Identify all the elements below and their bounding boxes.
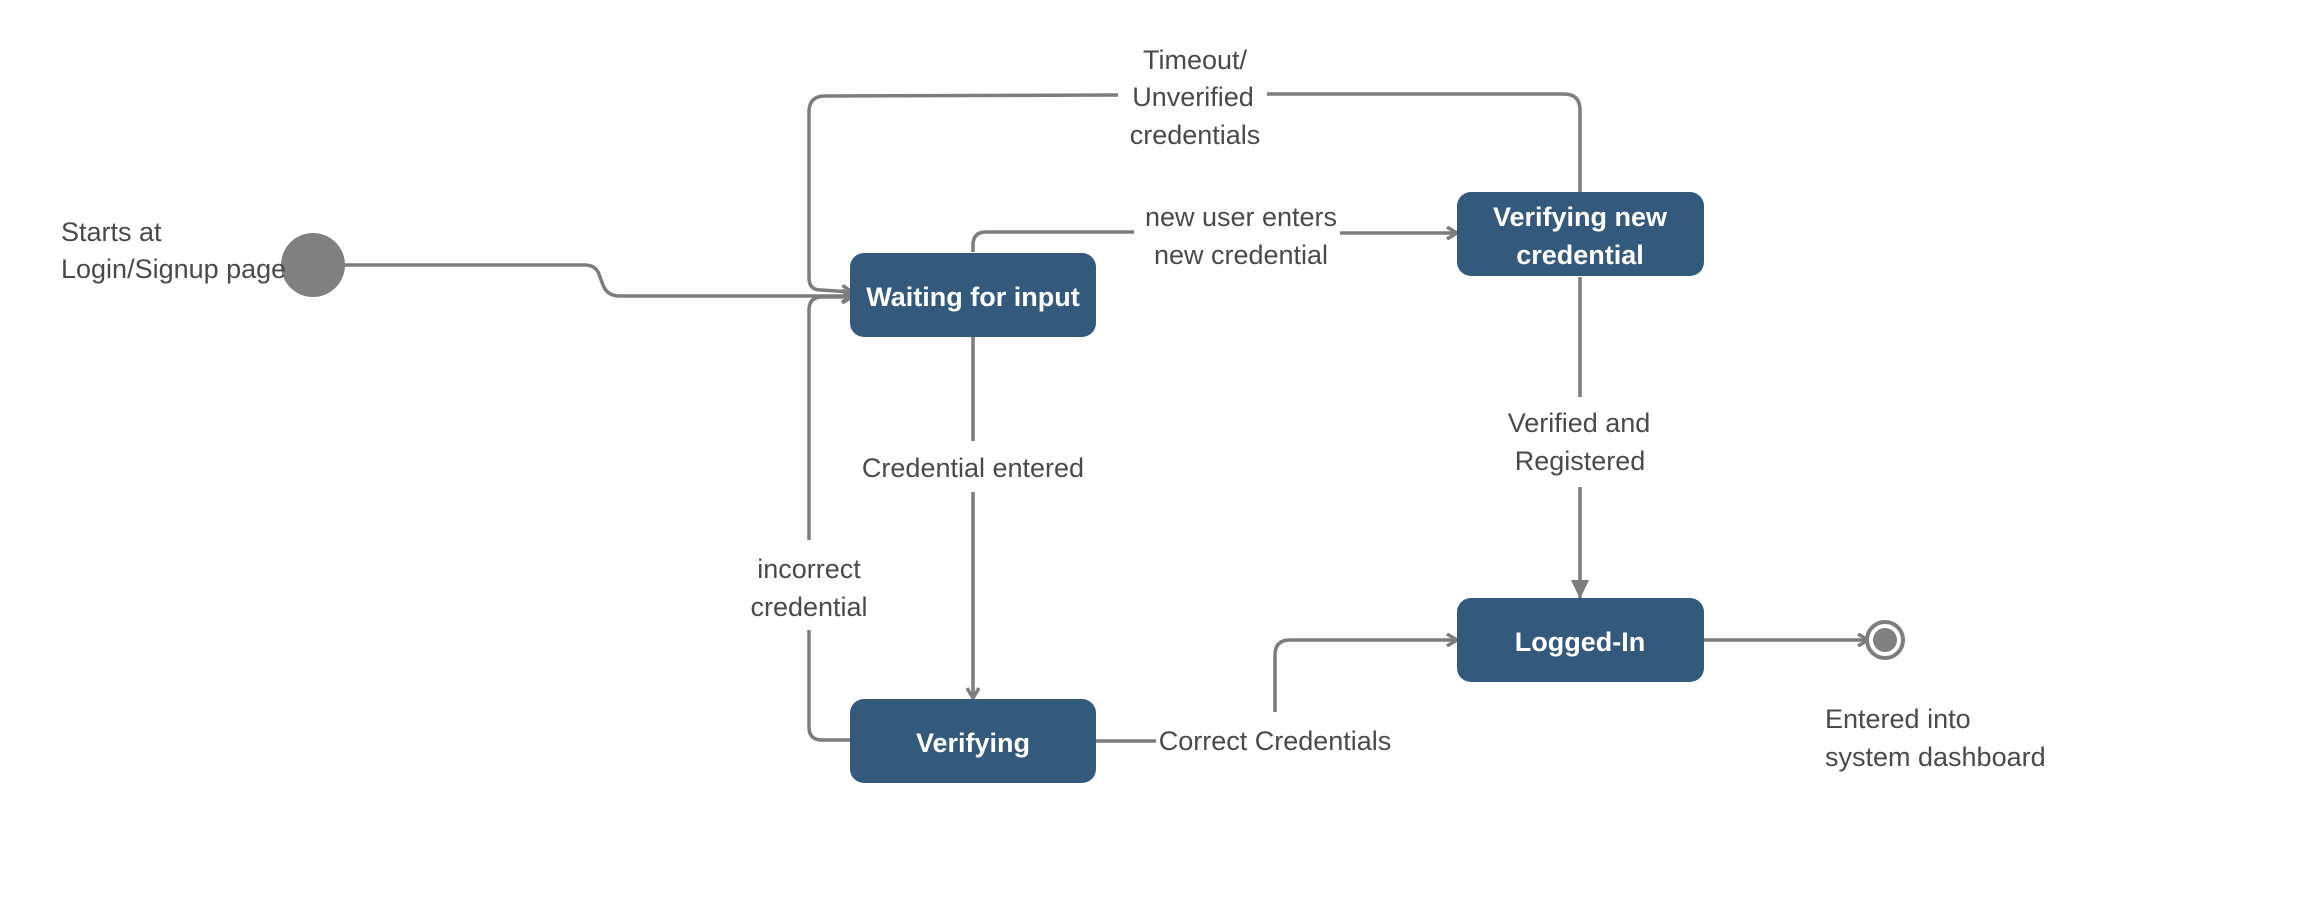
initial-node (281, 233, 345, 297)
end-label-line1: Entered into (1825, 704, 1971, 734)
label-new-user-line2: new credential (1154, 240, 1328, 270)
edge-timeout (807, 92, 1582, 292)
label-verified-line1: Verified and (1508, 408, 1651, 438)
state-verifying-new-label-line1: Verifying new (1493, 202, 1668, 232)
label-timeout-line3: credentials (1130, 120, 1261, 150)
label-verified-line2: Registered (1515, 446, 1646, 476)
state-waiting-label: Waiting for input (866, 282, 1079, 312)
label-new-user-line1: new user enters (1145, 202, 1337, 232)
edge-new-user (971, 232, 1457, 252)
label-timeout-line1: Timeout/ (1143, 45, 1248, 75)
label-credential-entered: Credential entered (862, 453, 1084, 483)
start-label-line1: Starts at (61, 217, 162, 247)
state-verifying-new: Verifying new credential (1457, 192, 1704, 276)
state-verifying-new-label-line2: credential (1516, 240, 1644, 270)
state-logged-in: Logged-In (1457, 598, 1704, 682)
label-timeout-line2: Unverified (1132, 82, 1254, 112)
label-incorrect-line1: incorrect (757, 554, 861, 584)
edge-correct (1096, 640, 1457, 743)
start-label-line2: Login/Signup page (61, 254, 286, 284)
state-verifying: Verifying (850, 699, 1096, 783)
label-correct: Correct Credentials (1159, 726, 1392, 756)
state-verifying-label: Verifying (916, 728, 1030, 758)
label-incorrect-line2: credential (750, 592, 867, 622)
end-label-line2: system dashboard (1825, 742, 2046, 772)
edge-incorrect (807, 297, 852, 742)
edge-start-to-waiting (345, 263, 852, 296)
state-waiting: Waiting for input (850, 253, 1096, 337)
final-node-core (1873, 628, 1897, 652)
state-logged-in-label: Logged-In (1515, 627, 1645, 657)
